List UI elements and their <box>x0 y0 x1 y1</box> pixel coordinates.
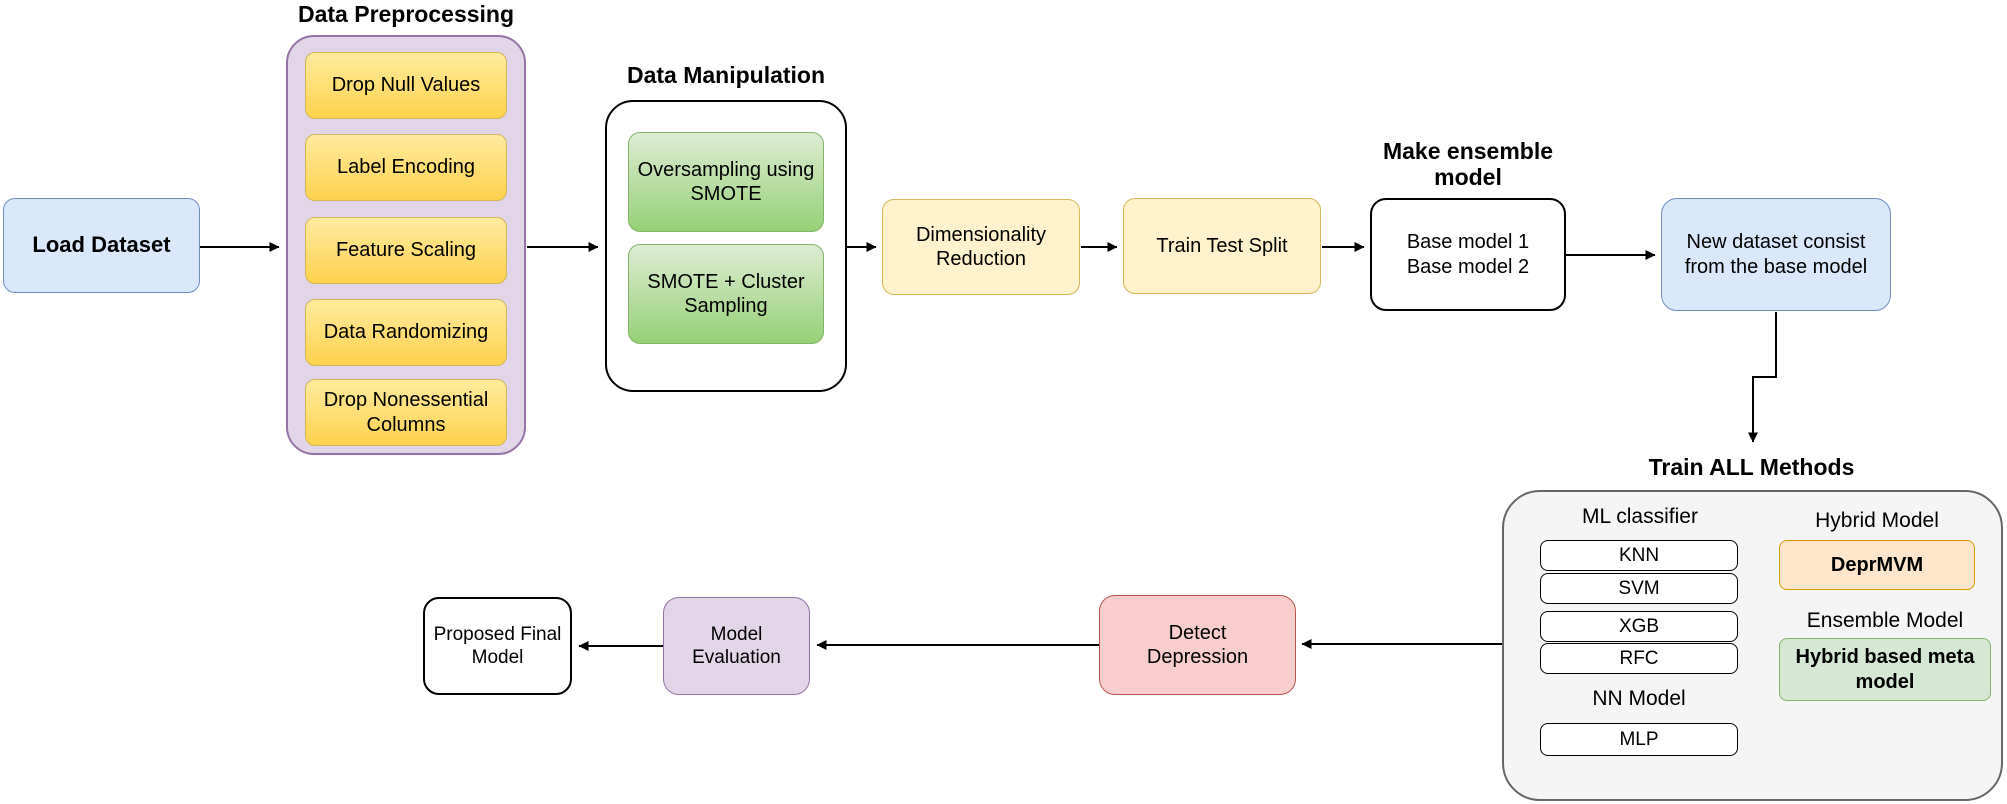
node-model-evaluation: Model Evaluation <box>663 597 810 695</box>
node-new-dataset-label: New dataset consist from the base model <box>1684 231 1868 278</box>
node-dimensionality-reduction-label: Dimensionality Reduction <box>915 223 1047 270</box>
step-label: Drop Null Values <box>331 74 481 97</box>
node-deprmvm: DeprMVM <box>1779 540 1975 590</box>
node-xgb-label: XGB <box>1618 615 1660 637</box>
node-new-dataset: New dataset consist from the base model <box>1661 198 1891 311</box>
final-line-1: Proposed Final <box>433 623 562 645</box>
node-mlp: MLP <box>1540 723 1738 756</box>
base-model-1-label: Base model 1 <box>1406 231 1530 254</box>
detect-line-2: Depression <box>1146 646 1249 668</box>
final-line-2: Model <box>471 647 524 668</box>
step-smote-cluster-sampling: SMOTE + Cluster Sampling <box>628 244 824 344</box>
node-xgb: XGB <box>1540 611 1738 642</box>
group-title-data-manipulation: Data Manipulation <box>626 62 826 88</box>
node-rfc: RFC <box>1540 643 1738 674</box>
group-title-data-preprocessing: Data Preprocessing <box>297 1 515 27</box>
label-nn-model: NN Model <box>1592 687 1686 710</box>
step-oversampling-smote: Oversampling using SMOTE <box>628 132 824 232</box>
step-data-randomizing: Data Randomizing <box>305 299 507 366</box>
group-title-train-all-methods: Train ALL Methods <box>1648 454 1855 480</box>
step-label: Label Encoding <box>337 156 475 179</box>
node-detect-depression: Detect Depression <box>1099 595 1296 695</box>
node-dimensionality-reduction: Dimensionality Reduction <box>882 199 1080 295</box>
group-data-manipulation: Oversampling using SMOTE SMOTE + Cluster… <box>605 100 847 392</box>
step-drop-null-values: Drop Null Values <box>305 52 507 119</box>
step-label: Data Randomizing <box>323 321 489 344</box>
step-label: Oversampling using SMOTE <box>637 158 815 205</box>
node-knn-label: KNN <box>1618 544 1660 566</box>
node-mlp-label: MLP <box>1619 728 1659 750</box>
node-rfc-label: RFC <box>1619 647 1659 669</box>
node-deprmvm-label: DeprMVM <box>1830 553 1924 576</box>
detect-line-1: Detect <box>1168 621 1227 644</box>
step-label: SMOTE + Cluster Sampling <box>647 270 805 317</box>
node-knn: KNN <box>1540 540 1738 571</box>
node-train-test-split-label: Train Test Split <box>1156 234 1288 257</box>
group-train-all-methods: ML classifier KNN SVM XGB RFC NN Model M… <box>1502 490 2003 801</box>
node-train-test-split: Train Test Split <box>1123 198 1321 294</box>
node-load-dataset-label: Load Dataset <box>32 232 171 258</box>
label-hybrid-model: Hybrid Model <box>1815 509 1939 532</box>
group-data-preprocessing: Drop Null Values Label Encoding Feature … <box>286 35 526 455</box>
step-label-encoding: Label Encoding <box>305 134 507 201</box>
node-base-models: Base model 1 Base model 2 <box>1370 198 1566 311</box>
node-proposed-final-model: Proposed Final Model <box>423 597 572 695</box>
step-drop-nonessential-columns: Drop Nonessential Columns <box>305 379 507 446</box>
arrow-newdataset-to-trainall <box>1748 312 1777 443</box>
label-ensemble-model: Ensemble Model <box>1806 609 1964 632</box>
base-model-2-label: Base model 2 <box>1406 255 1530 278</box>
step-label: Feature Scaling <box>335 239 477 262</box>
node-hybrid-meta-model-label: Hybrid based meta model <box>1795 646 1975 693</box>
evaluation-line-2: Evaluation <box>692 647 781 668</box>
node-svm: SVM <box>1540 573 1738 604</box>
label-ml-classifier: ML classifier <box>1582 505 1698 528</box>
node-svm-label: SVM <box>1618 577 1660 599</box>
node-hybrid-meta-model: Hybrid based meta model <box>1779 638 1991 701</box>
node-load-dataset: Load Dataset <box>3 198 200 293</box>
evaluation-line-1: Model <box>710 623 763 645</box>
step-label: Drop Nonessential Columns <box>323 389 489 436</box>
step-feature-scaling: Feature Scaling <box>305 217 507 284</box>
group-title-make-ensemble-model: Make ensemble model <box>1382 138 1554 191</box>
